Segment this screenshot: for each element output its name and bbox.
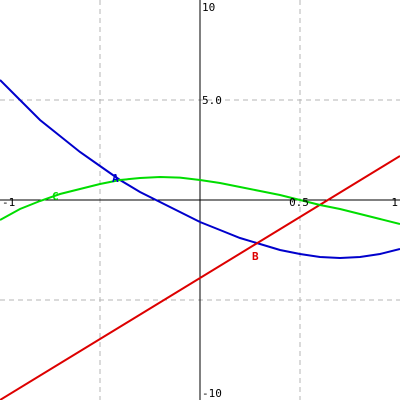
series-label-b: B <box>252 250 259 263</box>
series-lines <box>0 79 400 400</box>
tick-label-y: -10 <box>202 387 222 400</box>
series-label-c: C <box>52 190 59 203</box>
tick-label-y: 5.0 <box>202 94 222 107</box>
tick-label-x: -1 <box>2 196 15 209</box>
series-line-a <box>0 79 400 260</box>
series-line-b <box>0 155 400 400</box>
tick-label-x: 0.5 <box>289 196 309 209</box>
series-line-c <box>0 175 400 225</box>
tick-label-y: 10 <box>202 1 215 14</box>
series-label-a: A <box>112 172 119 185</box>
tick-label-x: 1 <box>391 196 398 209</box>
